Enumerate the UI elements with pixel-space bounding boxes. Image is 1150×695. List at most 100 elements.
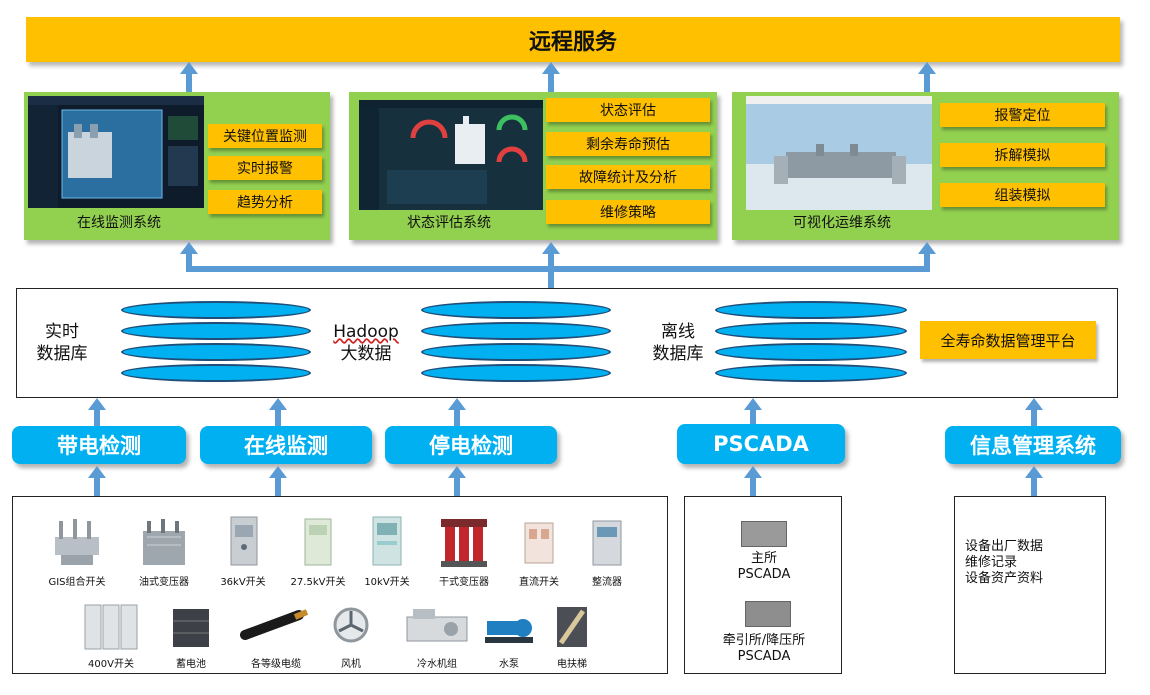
offline-db-line-1: 离线	[661, 322, 695, 342]
equipment-box: GIS组合开关 油式变压器 36kV开关 27.5kV开关 10kV开关	[12, 496, 668, 674]
visual-om-screenshot-graphic	[746, 96, 932, 210]
device-label: GIS组合开关	[48, 577, 106, 588]
device-label: 电扶梯	[557, 659, 587, 670]
arrow-up-icon	[180, 242, 198, 254]
arrow-up-icon	[744, 398, 762, 410]
online-monitoring-panel: 关键位置监测 实时报警 趋势分析 在线监测系统	[24, 92, 330, 240]
arrow-shaft	[94, 476, 100, 496]
function-item: 关键位置监测	[208, 124, 322, 148]
bigdata-line-1: Hadoop	[333, 322, 399, 342]
device-cable: 各等级电缆	[239, 601, 313, 670]
device-dc-switch: 直流开关	[511, 515, 567, 588]
dry-transformer-icon	[441, 519, 487, 567]
device-gis-switch: GIS组合开关	[47, 515, 107, 588]
arrow-up-icon	[448, 398, 466, 410]
arrow-shaft	[750, 476, 756, 496]
disk-layer	[715, 364, 907, 382]
bigdata-line-2: 大数据	[340, 344, 392, 364]
disk-layer	[121, 343, 311, 361]
device-27-5kv-switch: 27.5kV开关	[285, 515, 351, 588]
pscada-box: 主所 PSCADA 牵引所/降压所 PSCADA	[684, 496, 842, 674]
source-outage-detection: 停电检测	[385, 426, 557, 464]
device-400v-switch: 400V开关	[75, 601, 147, 670]
monitoring-screenshot-graphic	[28, 96, 204, 208]
function-item: 实时报警	[208, 156, 322, 180]
arrow-up-icon	[542, 62, 560, 74]
arrow-shaft	[454, 476, 460, 496]
oil-transformer-icon	[143, 519, 185, 565]
device-pump: 水泵	[479, 601, 539, 670]
device-escalator: 电扶梯	[543, 601, 601, 670]
disk-layer	[421, 343, 611, 361]
pscada-traction-label: 牵引所/降压所 PSCADA	[685, 633, 843, 665]
arrow-shaft	[94, 408, 100, 426]
switchgear-icon	[372, 516, 402, 566]
realtime-db-line-2: 数据库	[36, 344, 88, 364]
device-label: 400V开关	[88, 659, 134, 670]
arrow-up-icon	[744, 466, 762, 478]
monitoring-screenshot	[28, 96, 204, 208]
arrow-up-icon	[1025, 398, 1043, 410]
arrow-shaft	[1031, 408, 1037, 426]
switchgear-icon	[304, 518, 332, 566]
arrow-up-icon	[542, 242, 560, 254]
device-label: 直流开关	[519, 577, 559, 588]
device-dry-transformer: 干式变压器	[431, 511, 497, 588]
pscada-main-screen	[741, 521, 787, 547]
remote-service-bar: 远程服务	[26, 17, 1120, 62]
arrow-up-icon	[918, 62, 936, 74]
source-online-monitoring: 在线监测	[200, 426, 372, 464]
lifecycle-platform: 全寿命数据管理平台	[920, 321, 1096, 359]
switchgear-icon	[230, 516, 258, 566]
arrow-up-icon	[269, 466, 287, 478]
system-title: 状态评估系统	[407, 215, 491, 231]
offline-db-line-2: 数据库	[652, 344, 704, 364]
device-fan: 风机	[327, 601, 375, 670]
visual-om-screenshot	[746, 96, 932, 210]
switchgear-icon	[524, 522, 554, 564]
pscada-main-line-2: PSCADA	[737, 567, 791, 582]
function-item: 故障统计及分析	[546, 165, 710, 189]
battery-icon	[173, 609, 209, 647]
device-label: 10kV开关	[364, 577, 410, 588]
device-battery: 蓄电池	[163, 601, 219, 670]
arrow-shaft	[548, 252, 554, 288]
pscada-traction-screen	[745, 601, 791, 627]
system-title: 可视化运维系统	[793, 215, 891, 231]
visual-om-panel: 报警定位 拆解模拟 组装模拟 可视化运维系统	[732, 92, 1119, 240]
info-item: 设备出厂数据	[965, 539, 1044, 554]
arrow-up-icon	[180, 62, 198, 74]
realtime-db-label: 实时 数据库	[27, 321, 97, 365]
arrow-shaft	[548, 72, 554, 92]
pscada-main-line-1: 主所	[750, 551, 777, 566]
chiller-icon	[406, 609, 468, 642]
device-label: 冷水机组	[417, 659, 457, 670]
bigdata-label: Hadoop 大数据	[323, 321, 409, 365]
device-chiller: 冷水机组	[399, 601, 475, 670]
arrow-up-icon	[269, 398, 287, 410]
function-item: 维修策略	[546, 200, 710, 224]
assessment-screenshot	[359, 100, 543, 210]
source-pscada: PSCADA	[677, 424, 845, 464]
device-label: 整流器	[592, 577, 622, 588]
disk-layer	[715, 322, 907, 340]
pscada-traction-line-1: 牵引所/降压所	[722, 633, 806, 648]
device-oil-transformer: 油式变压器	[129, 515, 199, 588]
info-management-box: 设备出厂数据 维修记录 设备资产资料	[954, 496, 1106, 674]
device-36kv-switch: 36kV开关	[213, 515, 273, 588]
function-item: 报警定位	[940, 103, 1105, 127]
device-rectifier: 整流器	[579, 515, 635, 588]
arrow-up-icon	[448, 466, 466, 478]
pump-icon	[485, 619, 533, 643]
disk-layer	[121, 364, 311, 382]
data-layer: 实时 数据库 Hadoop 大数据 离线 数据库 全寿命数据管理平台	[16, 288, 1118, 398]
pscada-traction-line-2: PSCADA	[737, 649, 791, 664]
arrow-shaft	[924, 252, 930, 268]
function-item: 趋势分析	[208, 190, 322, 214]
device-label: 油式变压器	[139, 577, 189, 588]
device-label: 各等级电缆	[251, 659, 301, 670]
device-label: 水泵	[499, 659, 519, 670]
arrow-shaft	[454, 408, 460, 426]
arrow-shaft	[924, 72, 930, 92]
device-label: 36kV开关	[220, 577, 266, 588]
